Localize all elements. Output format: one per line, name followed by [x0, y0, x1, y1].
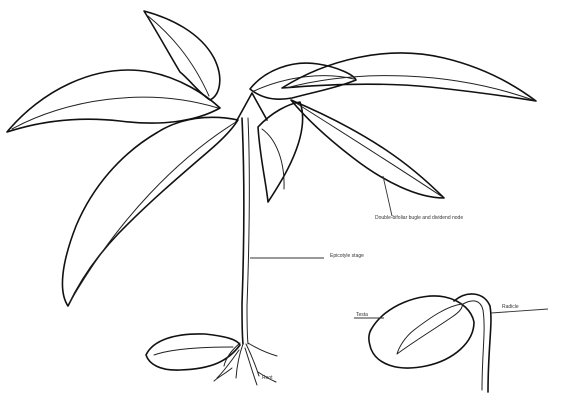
leaf-right-lower-vein: [296, 103, 441, 196]
seed-right-leader-line: [491, 309, 548, 313]
leaf-right-large-vein: [286, 76, 533, 100]
seed-right-label: Radicle: [502, 304, 519, 310]
stem-label: Epicotyle stage: [330, 253, 364, 259]
root-label: Root: [262, 375, 273, 381]
cotyledon-base: [146, 334, 240, 370]
leaf-far-left-vein: [12, 97, 218, 129]
germinating-shoot-inner: [463, 301, 484, 390]
leaf-upper-right-small: [250, 63, 356, 99]
seed-left-label: Testa: [356, 312, 368, 318]
germinating-seed-inner: [397, 304, 462, 354]
leaf-right-large: [282, 53, 536, 101]
leaf-lower-left: [62, 117, 238, 306]
leaf-upper-left-vein: [148, 16, 209, 96]
cotyledon-base-inner: [154, 347, 233, 355]
seedling-apex: [236, 93, 267, 122]
seedling-stem-inner: [247, 118, 249, 344]
seedling-stem: [242, 118, 244, 344]
germinating-shoot: [454, 294, 491, 392]
leaf-upper-left: [144, 11, 220, 100]
germinating-seed-coat: [369, 296, 474, 368]
cotyledon-label: Double-bifoliar bugle and dividend node: [375, 215, 463, 221]
